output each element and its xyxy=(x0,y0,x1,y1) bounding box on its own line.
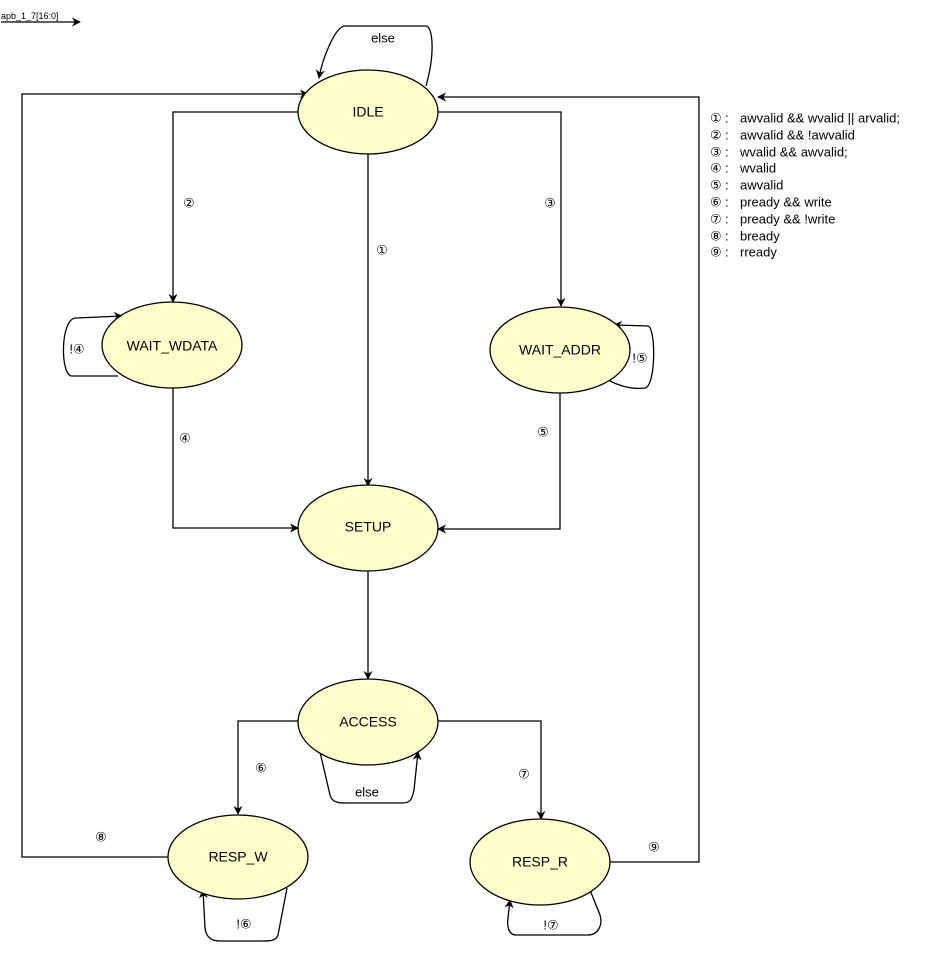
state-resp-w-label: RESP_W xyxy=(208,849,268,865)
state-setup-label: SETUP xyxy=(345,519,392,535)
state-access-label: ACCESS xyxy=(339,714,397,730)
label-resp-r-to-idle: ⑨ xyxy=(648,839,660,854)
legend-text: wvalid && awvalid; xyxy=(739,144,848,159)
label-idle-to-wait-wdata: ② xyxy=(183,195,195,210)
legend-colon: : xyxy=(725,160,729,175)
label-resp-w-self: !⑥ xyxy=(236,916,251,931)
legend-colon: : xyxy=(725,211,729,226)
legend-text: wvalid xyxy=(739,160,776,175)
legend-num: ⑨ xyxy=(710,244,722,259)
legend-num: ① xyxy=(710,110,722,125)
edge-idle-to-wait-addr xyxy=(437,111,566,307)
legend-num: ⑧ xyxy=(710,228,722,243)
label-idle-to-wait-addr: ③ xyxy=(544,195,556,210)
legend-num: ③ xyxy=(710,144,722,159)
state-wait-wdata-label: WAIT_WDATA xyxy=(127,338,218,354)
edge-access-to-resp-r xyxy=(437,720,546,820)
label-wait-wdata-self: !④ xyxy=(69,341,84,356)
legend-colon: : xyxy=(725,127,729,142)
edge-resp-r-self xyxy=(504,889,602,936)
state-wait-wdata: WAIT_WDATA xyxy=(101,301,243,389)
edge-access-to-resp-w xyxy=(233,720,299,815)
label-access-to-resp-r: ⑦ xyxy=(518,766,530,781)
edge-wait-addr-self xyxy=(602,320,655,390)
legend-text: bready xyxy=(740,228,780,243)
legend: ① awvalid && wvalid || arvalid; ② awvali… xyxy=(710,110,900,259)
legend-num: ⑦ xyxy=(710,211,722,226)
edge-access-self xyxy=(319,751,422,804)
edge-wait-wdata-self xyxy=(62,311,123,377)
edge-idle-self xyxy=(315,25,433,87)
label-resp-r-self: !⑦ xyxy=(543,917,558,932)
signal-label: apb_1_7[16:0] xyxy=(1,11,59,21)
state-resp-w: RESP_W xyxy=(167,814,309,900)
edge-wait-wdata-to-setup xyxy=(172,388,299,533)
state-setup: SETUP xyxy=(297,484,439,572)
state-wait-addr-label: WAIT_ADDR xyxy=(519,342,601,358)
label-access-to-resp-w: ⑥ xyxy=(255,760,267,775)
legend-text: rready xyxy=(740,244,777,259)
state-resp-r-label: RESP_R xyxy=(512,854,568,870)
legend-num: ⑥ xyxy=(710,194,722,209)
legend-text: awvalid && !awvalid xyxy=(740,127,855,142)
edge-wait-addr-to-setup xyxy=(437,393,561,534)
label-wait-addr-to-setup: ⑤ xyxy=(537,424,549,439)
legend-num: ② xyxy=(710,127,722,142)
legend-text: pready && !write xyxy=(740,211,835,226)
state-resp-r: RESP_R xyxy=(469,818,611,906)
legend-colon: : xyxy=(725,194,729,209)
label-resp-w-to-idle: ⑧ xyxy=(95,829,107,844)
state-idle: IDLE xyxy=(297,69,439,155)
edge-resp-w-to-idle xyxy=(21,89,309,858)
legend-colon: : xyxy=(725,244,729,259)
legend-text: pready && write xyxy=(740,194,832,209)
legend-colon: : xyxy=(725,228,729,243)
edge-resp-r-to-idle xyxy=(437,92,700,863)
label-wait-wdata-to-setup: ④ xyxy=(179,430,191,445)
state-idle-label: IDLE xyxy=(352,104,383,120)
legend-colon: : xyxy=(725,144,729,159)
legend-colon: : xyxy=(725,110,729,125)
label-idle-self: else xyxy=(371,30,395,45)
label-wait-addr-self: !⑤ xyxy=(632,350,647,365)
edge-idle-to-wait-wdata xyxy=(168,111,299,303)
legend-colon: : xyxy=(725,177,729,192)
edge-resp-w-self xyxy=(198,887,288,942)
legend-num: ④ xyxy=(710,160,722,175)
legend-num: ⑤ xyxy=(710,177,722,192)
legend-text: awvalid xyxy=(740,177,783,192)
legend-text: awvalid && wvalid || arvalid; xyxy=(740,110,900,125)
state-access: ACCESS xyxy=(297,678,439,766)
state-wait-addr: WAIT_ADDR xyxy=(489,306,631,394)
label-access-self: else xyxy=(355,784,379,799)
label-idle-to-setup: ① xyxy=(376,242,388,257)
